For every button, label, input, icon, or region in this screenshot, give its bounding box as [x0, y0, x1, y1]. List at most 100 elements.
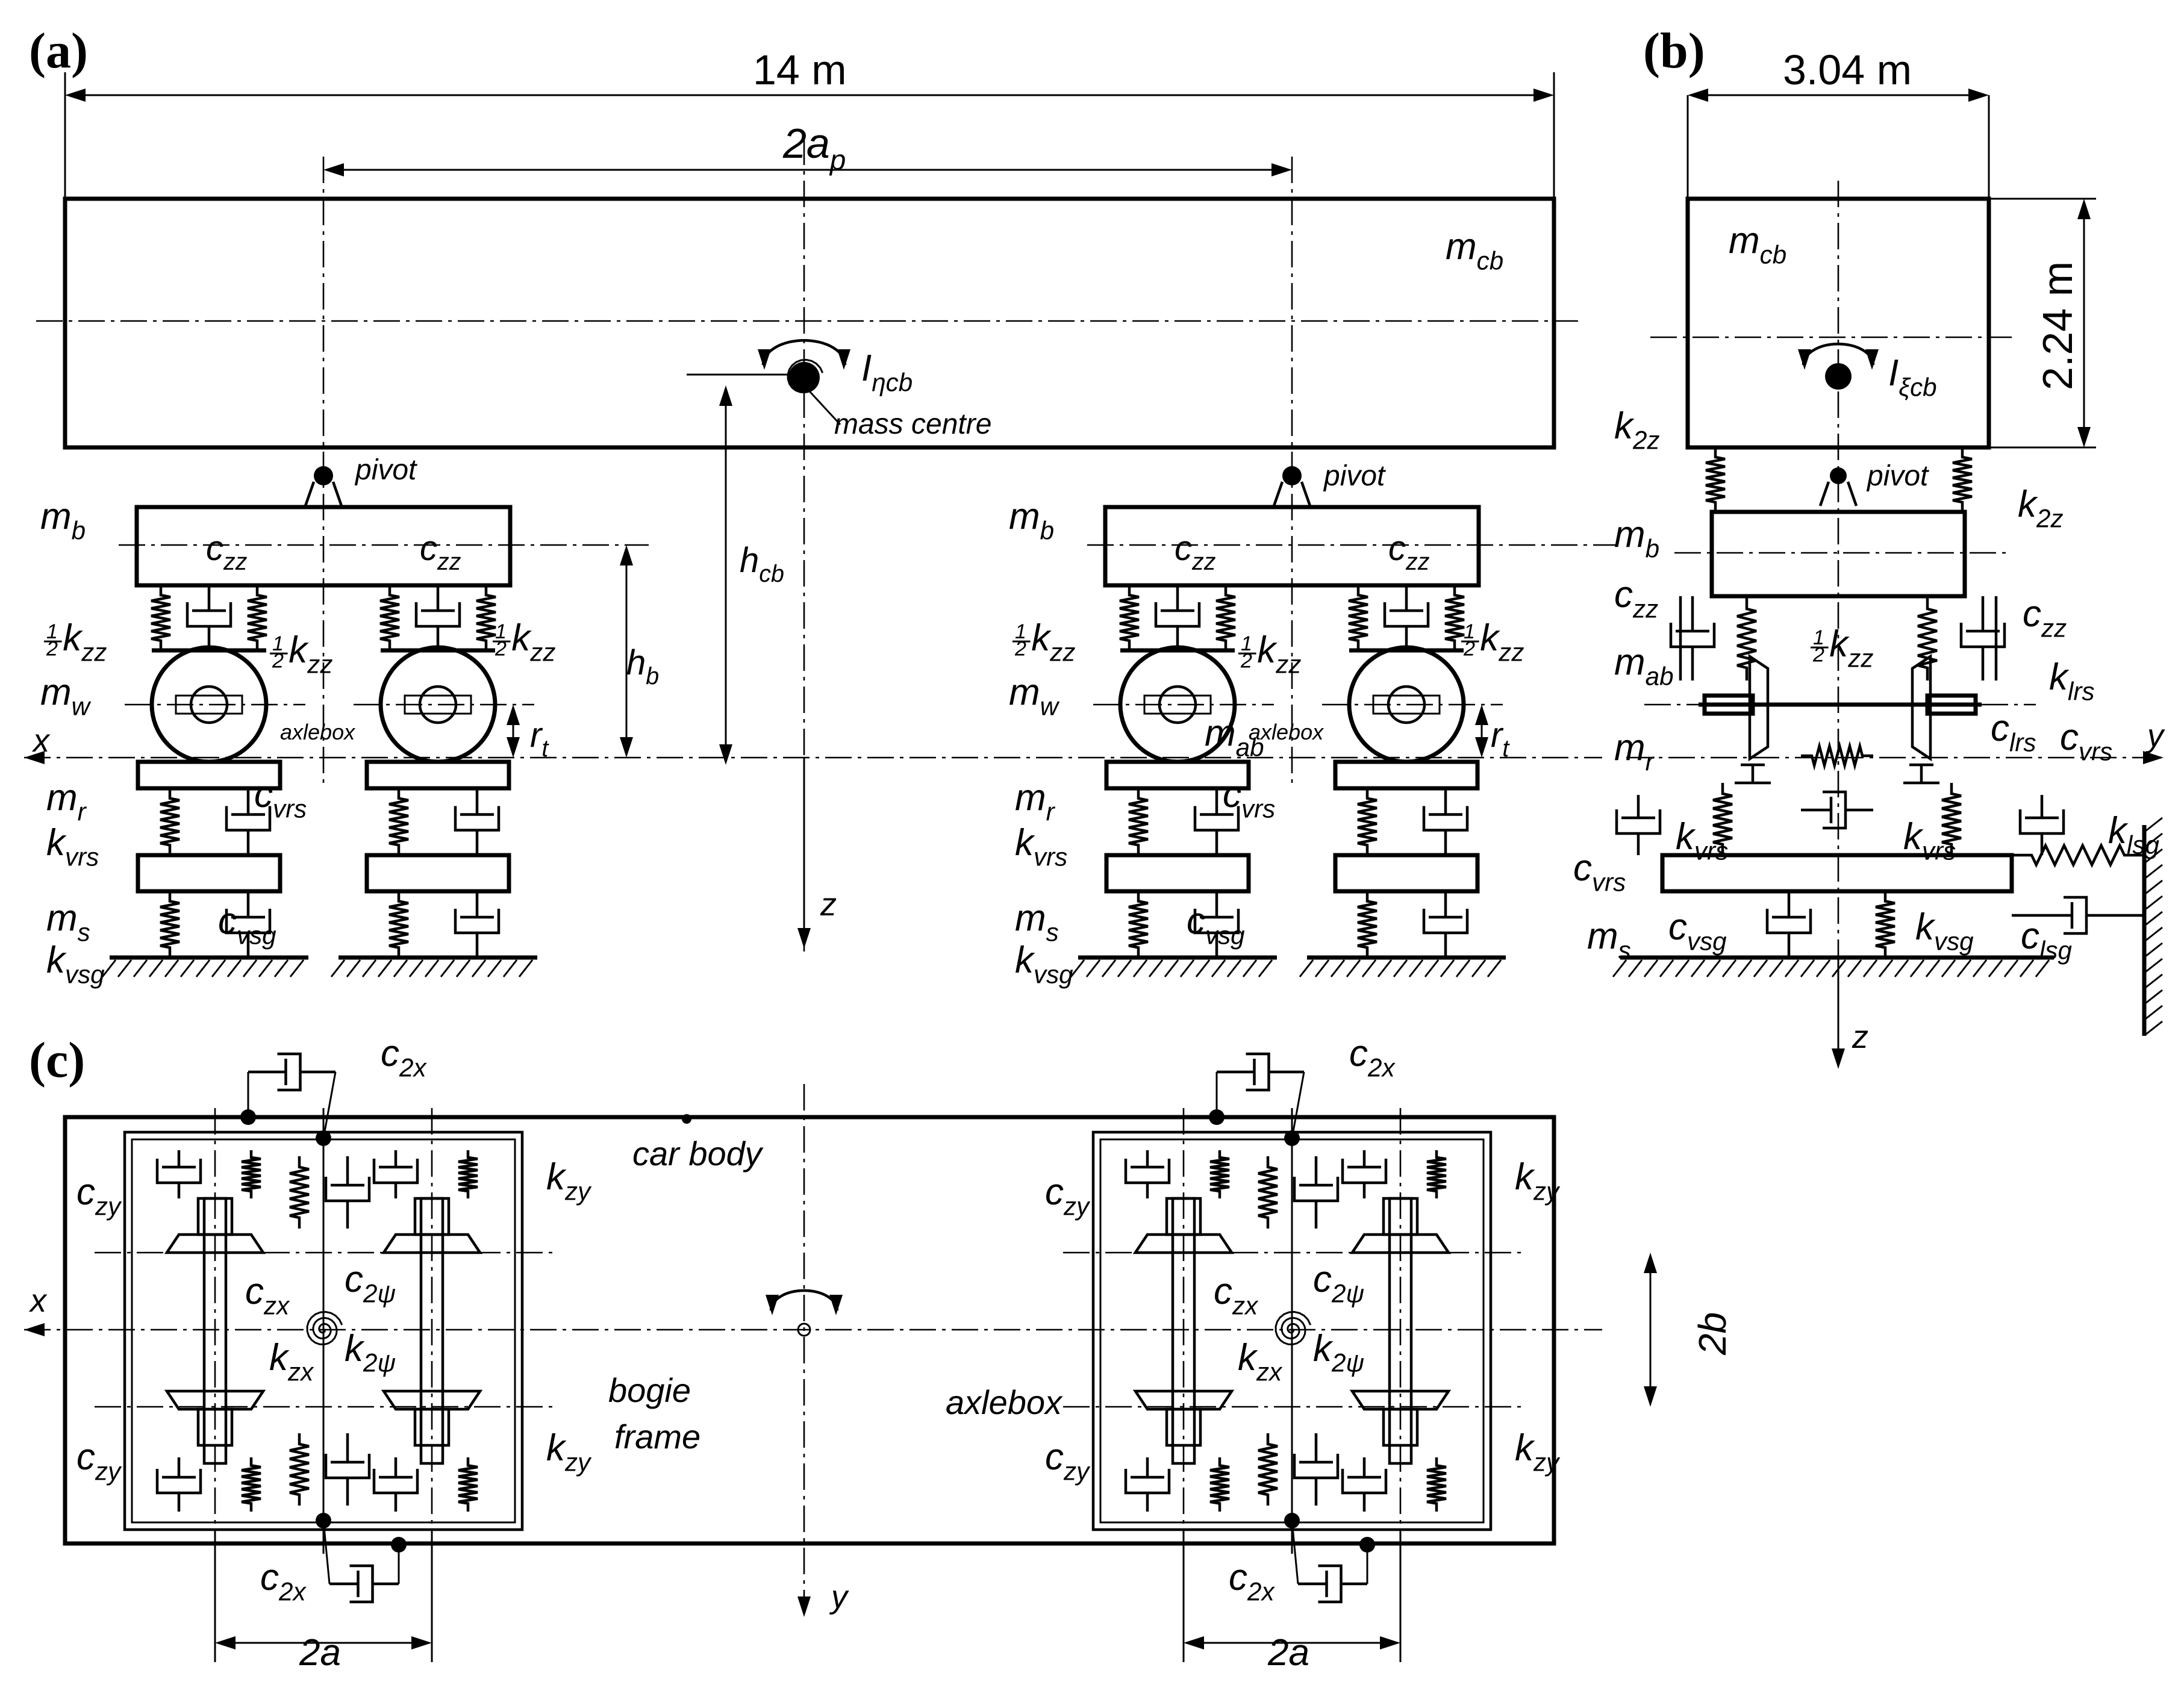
- b2-kzz2-main: k: [1257, 629, 1278, 671]
- pb2-czy-top-main: c: [1045, 1171, 1064, 1213]
- plan-bogie1-czy-top-0: [162, 1150, 196, 1169]
- bogie1-kvrs-spring-1: [388, 788, 409, 855]
- end-wall-hatch: [2145, 989, 2163, 1005]
- plan-bogie2-dim-wheelbase-arrow: [1184, 1636, 1204, 1649]
- pb1-czx: czx: [245, 1271, 290, 1319]
- dim-hcb-arrow: [719, 744, 732, 765]
- end-kvrs-left-label-sub: vrs: [1694, 836, 1728, 865]
- end-ground-hatch: [1925, 959, 1941, 977]
- b2-cvrs: cvrs: [1223, 774, 1275, 823]
- pb1-wheelbase-label-main: 2a: [299, 1632, 341, 1674]
- bogie1-sleeper-1: [364, 853, 511, 894]
- end-klrs-label: klrs: [2049, 656, 2094, 705]
- rt-label-b1-sub: t: [541, 735, 549, 762]
- b2-kzz2-sub: zz: [1275, 650, 1301, 678]
- end-kzz-label-main: k: [1829, 623, 1850, 665]
- end-cvrs-left-label: cvrs: [1573, 847, 1626, 896]
- bogie2-ground-1-hatch: [1487, 959, 1502, 977]
- bogie2-ground-0-hatch: [1085, 959, 1101, 977]
- end-kvrs-left-label: kvrs: [1676, 816, 1728, 865]
- bogie2-ground-0-hatch: [1070, 959, 1085, 977]
- bogie-note: bogie: [608, 1371, 691, 1409]
- plan-bogie1-czx-damper-a: [331, 1156, 364, 1187]
- pb1-k2psi: k2ψ: [345, 1328, 396, 1377]
- b1-kvrs-main: k: [46, 822, 67, 864]
- pb1-c2x-top-main: c: [381, 1033, 399, 1074]
- x-label-a: x: [31, 723, 51, 759]
- end-czz-right-label: czz: [2023, 593, 2067, 642]
- b1-kvrs-sub: vrs: [65, 843, 99, 871]
- b1-kzz2-den: 2: [272, 650, 284, 673]
- bogie2-cvsg-damper-1: [1429, 891, 1462, 919]
- bogie1-cvrs-damper-1: [460, 788, 494, 816]
- pb2-kzy-top-main: k: [1515, 1156, 1535, 1198]
- b2-mab-main: m: [1205, 712, 1236, 754]
- rotation-psi-head: [766, 1295, 779, 1315]
- bogie2-kvrs-spring-1: [1357, 788, 1377, 855]
- pb2-czy-bot: czy: [1045, 1436, 1091, 1485]
- dim-width-arrow: [1688, 89, 1708, 102]
- mass-centre-spiral: [787, 358, 824, 394]
- bogie2-kzz-spring-0b: [1215, 585, 1236, 650]
- pb2-czx-main: c: [1214, 1271, 1232, 1312]
- b2-mw-sub: w: [1040, 692, 1060, 720]
- i-eta-label-sub: ηcb: [872, 368, 913, 396]
- plan-bogie2-axlebox-top-0: [1165, 1197, 1202, 1236]
- bogie1-kzz-spring-1a: [379, 585, 400, 650]
- mcb-label-sub: cb: [1477, 246, 1504, 275]
- b1-czz1: czz: [206, 529, 248, 575]
- bogie1-czz-damper-0: [192, 585, 226, 612]
- bogie1-ground-0-hatch: [164, 959, 179, 977]
- end-ground-hatch: [1941, 959, 1956, 977]
- z-label-b: z: [1852, 1019, 1868, 1055]
- plan-bogie1-axlebox-top-0: [196, 1197, 234, 1236]
- bogie2-kvrs-spring-0: [1128, 788, 1149, 855]
- bogie1-cvsg-damper-0: [231, 891, 265, 919]
- end-wall-hatch: [2145, 864, 2163, 879]
- b1-mr-sub: r: [78, 797, 87, 826]
- end-wall-hatch: [2145, 1020, 2163, 1036]
- plan-bogie1-kzy-top-1: [458, 1150, 478, 1198]
- end-wall-hatch: [2145, 832, 2163, 848]
- end-ground-hatch: [1956, 959, 1972, 977]
- end-ground-hatch: [1800, 959, 1815, 977]
- bogie2-kzz-spring-1a: [1348, 585, 1368, 650]
- end-k2z-left-label-sub: 2z: [1632, 426, 1660, 454]
- mcb-end-label-main: m: [1729, 220, 1760, 261]
- pb2-kzx: kzx: [1238, 1337, 1283, 1386]
- bogie1-kzz-spring-0b: [247, 585, 267, 650]
- dim-hb-arrow: [620, 545, 633, 565]
- b2-czz1-sub: zz: [1191, 549, 1216, 575]
- car-body-note: car body: [632, 1135, 764, 1173]
- bogie1-rail-1: [364, 759, 511, 791]
- bogie1-cvsg-damper-1: [460, 891, 494, 919]
- end-ms-sub: s: [1618, 936, 1631, 964]
- end-wall-hatch: [2145, 1005, 2163, 1020]
- bogie2-dim-rt-arrow: [1475, 737, 1488, 758]
- dim-pivot-base-arrow: [323, 163, 344, 176]
- bogie2-ground-1-hatch: [1393, 959, 1408, 977]
- end-wall-hatch: [2145, 879, 2163, 895]
- pb1-czx-main: c: [245, 1271, 264, 1312]
- pb1-czx-sub: zx: [263, 1291, 290, 1319]
- bogie2-czz-damper-0: [1161, 585, 1194, 612]
- b1-mw-sub: w: [72, 692, 92, 720]
- plan-bogie1-wheel-bot-1: [381, 1389, 483, 1411]
- b2-kzz1-main: k: [1031, 617, 1052, 659]
- y-label-c: y: [829, 1579, 849, 1615]
- bogie1-ground-0-hatch: [195, 959, 211, 977]
- plan-bogie1-dim-wheelbase-arrow: [411, 1636, 432, 1649]
- dim-pivot-base-arrow: [1271, 163, 1292, 176]
- end-mr-main: m: [1614, 727, 1646, 768]
- bogie1-ground-1-hatch: [487, 959, 502, 977]
- bogie1-frame: [134, 505, 513, 588]
- end-wall-hatch: [2145, 817, 2163, 832]
- plan-bogie2-czy-top-1: [1347, 1150, 1381, 1169]
- b1-mr: mr: [46, 777, 87, 826]
- pb1-kzy-bot-main: k: [546, 1427, 567, 1469]
- rt-label-b2-sub: t: [1502, 735, 1510, 762]
- plan-bogie1-czy-bot-1: [379, 1457, 413, 1479]
- end-kvsg-label: kvsg: [1915, 906, 1974, 955]
- b1-mw-main: m: [40, 671, 72, 713]
- bogie2-kzz-spring-1b: [1444, 585, 1465, 650]
